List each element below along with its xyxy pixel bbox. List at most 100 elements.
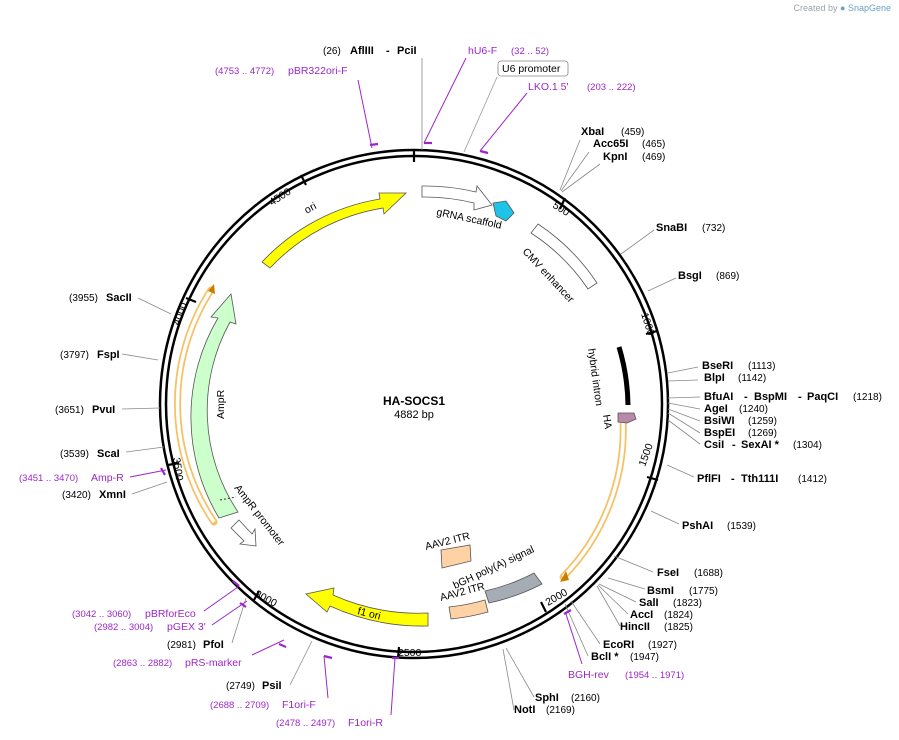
site-sphi[interactable]: SphI (2160): [535, 692, 600, 704]
tick-3500: [167, 461, 180, 467]
cmv-enhancer-box[interactable]: [530, 223, 598, 290]
mark-prsmarker: [278, 642, 287, 649]
site-agei[interactable]: AgeI (1240): [704, 403, 768, 415]
primer-name: pRS-marker: [185, 657, 242, 669]
leader-ecori: [570, 600, 601, 645]
site-scai[interactable]: (3539) ScaI: [60, 448, 120, 460]
tick-label-1500: 1500: [637, 442, 656, 468]
site-acci[interactable]: AccI (1824): [630, 609, 693, 621]
hybrid-intron-bar[interactable]: [616, 346, 631, 406]
primer-lko1[interactable]: LKO.1 5' (203 .. 222): [528, 81, 636, 93]
site-bsmi[interactable]: BsmI (1775): [647, 585, 718, 597]
site-sep: -: [731, 473, 735, 485]
site-pos: (1927): [648, 640, 677, 651]
primer-pgex3[interactable]: (2982 .. 3004) pGEX 3': [94, 621, 206, 633]
site-name: ScaI: [97, 448, 120, 460]
feature-ampr[interactable]: AmpR: [190, 293, 239, 519]
site-afliii-pcii[interactable]: (26) AflIII - PciI: [323, 45, 417, 57]
feature-aav2-itr-inner[interactable]: AAV2 ITR: [424, 530, 472, 569]
mark-pgex3: [239, 602, 247, 608]
grna-scaffold-arrow[interactable]: [421, 185, 493, 211]
site-kpni[interactable]: KpnI (469): [603, 151, 665, 163]
feature-ampr-promoter[interactable]: AmpR promoter: [230, 482, 287, 549]
site-csii-sexai[interactable]: CsiI - SexAI * (1304): [704, 439, 822, 451]
site-pshai[interactable]: PshAI (1539): [682, 520, 756, 532]
site-name: BsmI: [647, 585, 674, 597]
aav2-itr-inner-box[interactable]: [440, 544, 472, 569]
feature-u6-promoter[interactable]: U6 promoter: [463, 60, 569, 153]
site-bsiwi[interactable]: BsiWI (1259): [704, 415, 777, 427]
leader-f1orir: [390, 657, 396, 716]
primer-f1orif[interactable]: (2688 .. 2709) F1ori-F: [210, 699, 316, 711]
ampr-arrow[interactable]: [190, 293, 239, 519]
site-pos: (3651): [55, 405, 84, 416]
primer-range: (2478 .. 2497): [276, 718, 335, 729]
primer-pbr322orif[interactable]: (4753 .. 4772) pBR322ori-F: [215, 65, 348, 77]
feature-grna-scaffold[interactable]: gRNA scaffold: [421, 185, 515, 232]
feature-aav2-itr-right[interactable]: AAV2 ITR: [439, 580, 489, 620]
site-bspei[interactable]: BspEI (1269): [704, 427, 777, 439]
site-fspi[interactable]: (3797) FspI: [60, 349, 120, 361]
leader-prsmarker: [251, 639, 285, 656]
primer-prsmarker[interactable]: (2863 .. 2882) pRS-marker: [113, 657, 242, 669]
site-sacii[interactable]: (3955) SacII: [69, 292, 132, 304]
tick-4000: [185, 296, 197, 304]
primer-labels[interactable]: hU6-F (32 .. 52) LKO.1 5' (203 .. 222) (…: [19, 45, 684, 729]
primer-ampr[interactable]: (3451 .. 3470) Amp-R: [19, 472, 124, 484]
site-bsgi[interactable]: BsgI (869): [678, 270, 739, 282]
f1-ori-arrow[interactable]: [305, 587, 429, 627]
site-pfoi[interactable]: (2981) PfoI: [167, 639, 224, 651]
feature-f1-ori[interactable]: f1 ori: [305, 587, 429, 627]
site-xmni[interactable]: (3420) XmnI: [62, 489, 126, 501]
primer-f1orir[interactable]: (2478 .. 2497) F1ori-R: [276, 717, 383, 729]
feature-ha[interactable]: HA: [600, 412, 637, 430]
site-bcli[interactable]: BclI * (1947): [591, 651, 659, 663]
site-pos: (1259): [748, 416, 777, 427]
site-name-3: PaqCI: [807, 391, 838, 403]
mark-ampr-primer: [160, 467, 166, 476]
primer-hu6f[interactable]: hU6-F (32 .. 52): [468, 45, 549, 57]
site-pflfi-tth111i[interactable]: PflFI - Tth111I (1412): [697, 473, 827, 485]
site-pvui[interactable]: (3651) PvuI: [55, 404, 115, 416]
ha-tag[interactable]: [617, 412, 637, 424]
leader-lko1: [479, 92, 528, 152]
site-bseri[interactable]: BseRI (1113): [702, 360, 775, 372]
tick-1500: [646, 475, 659, 482]
orf-right-arrowhead: [560, 571, 569, 582]
ori-arrow[interactable]: [261, 192, 407, 269]
site-noti[interactable]: NotI (2169): [514, 704, 575, 716]
site-psii[interactable]: (2749) PsiI: [226, 680, 282, 692]
feature-hybrid-intron[interactable]: hybrid intron: [585, 346, 631, 407]
site-xbai[interactable]: XbaI (459): [581, 126, 644, 138]
u6-promoter-box[interactable]: [497, 60, 569, 77]
leader-pshai: [650, 510, 680, 525]
tick-label-4000: 4000: [171, 301, 191, 327]
site-pos: (3797): [60, 350, 89, 361]
tick-2500: [396, 646, 401, 659]
site-ecori[interactable]: EcoRI (1927): [603, 639, 677, 651]
site-sali[interactable]: SalI (1823): [639, 597, 702, 609]
site-acc65i[interactable]: Acc65I (465): [593, 138, 665, 150]
feature-ori[interactable]: ori: [261, 192, 407, 269]
tick-3000: [253, 590, 260, 601]
leader-psii: [289, 640, 313, 686]
site-snabi[interactable]: SnaBI (732): [656, 222, 725, 234]
site-pos: (1688): [694, 568, 723, 579]
primer-pbrforeco[interactable]: (3042 .. 3060) pBRforEco: [72, 608, 196, 620]
tick-1000: [645, 329, 658, 336]
mark-pbr322orif: [369, 142, 379, 147]
feature-cmv-enhancer[interactable]: CMV enhancer: [520, 223, 598, 306]
site-pos: (1825): [664, 622, 693, 633]
site-name: SphI: [535, 692, 559, 704]
primer-bghrev[interactable]: BGH-rev (1954 .. 1971): [568, 669, 684, 681]
enzyme-labels[interactable]: (26) AflIII - PciI XbaI (459) Acc65I (46…: [55, 45, 882, 716]
ampr-promoter-arrow[interactable]: [230, 519, 257, 547]
site-bfuai-bspmi-paqci[interactable]: BfuAI - BspMI - PaqCI (1218): [704, 391, 882, 403]
bgh-polya-box[interactable]: [484, 572, 543, 604]
leader-pbr322orif: [357, 79, 373, 149]
site-blpi[interactable]: BlpI (1142): [704, 372, 766, 384]
site-fsei[interactable]: FseI (1688): [657, 567, 723, 579]
site-hincii[interactable]: HincII (1825): [620, 621, 693, 633]
leader-hincii: [596, 585, 621, 627]
aav2-itr-right-box[interactable]: [448, 599, 489, 620]
